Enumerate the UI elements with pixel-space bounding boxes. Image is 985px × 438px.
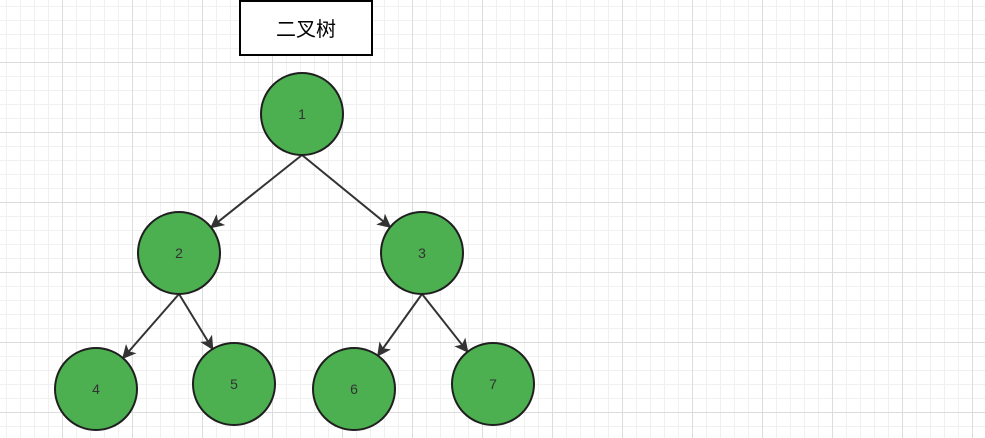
title-box: 二叉树: [239, 0, 373, 56]
tree-node-2: 2: [137, 211, 221, 295]
edge-n1-n2: [209, 154, 303, 229]
title-box-frame: [239, 0, 373, 56]
tree-node-5: 5: [192, 342, 276, 426]
tree-node-label: 4: [92, 381, 100, 397]
tree-node-circle: [192, 342, 276, 426]
diagram-title: 二叉树: [276, 17, 336, 41]
tree-node-6: 6: [312, 347, 396, 431]
tree-node-circle: [451, 342, 535, 426]
tree-node-circle: [312, 347, 396, 431]
tree-node-label: 6: [350, 381, 358, 397]
tree-node-circle: [260, 72, 344, 156]
tree-node-label: 2: [175, 245, 183, 261]
nodes-layer: 1 2 3 4 5 6 7: [54, 72, 535, 431]
edge-n3-n7: [421, 293, 469, 353]
tree-node-label: 7: [489, 376, 497, 392]
tree-node-label: 5: [230, 376, 238, 392]
edge-n2-n5: [178, 293, 214, 351]
tree-node-3: 3: [380, 211, 464, 295]
edge-n1-n3: [301, 154, 392, 228]
tree-node-4: 4: [54, 347, 138, 431]
tree-node-label: 3: [418, 245, 426, 261]
tree-node-1: 1: [260, 72, 344, 156]
edge-n3-n6: [377, 293, 423, 357]
tree-node-label: 1: [298, 106, 306, 122]
tree-node-circle: [380, 211, 464, 295]
tree-node-circle: [54, 347, 138, 431]
tree-node-7: 7: [451, 342, 535, 426]
edges-layer: [122, 154, 469, 360]
edge-n2-n4: [122, 293, 180, 360]
tree-node-circle: [137, 211, 221, 295]
